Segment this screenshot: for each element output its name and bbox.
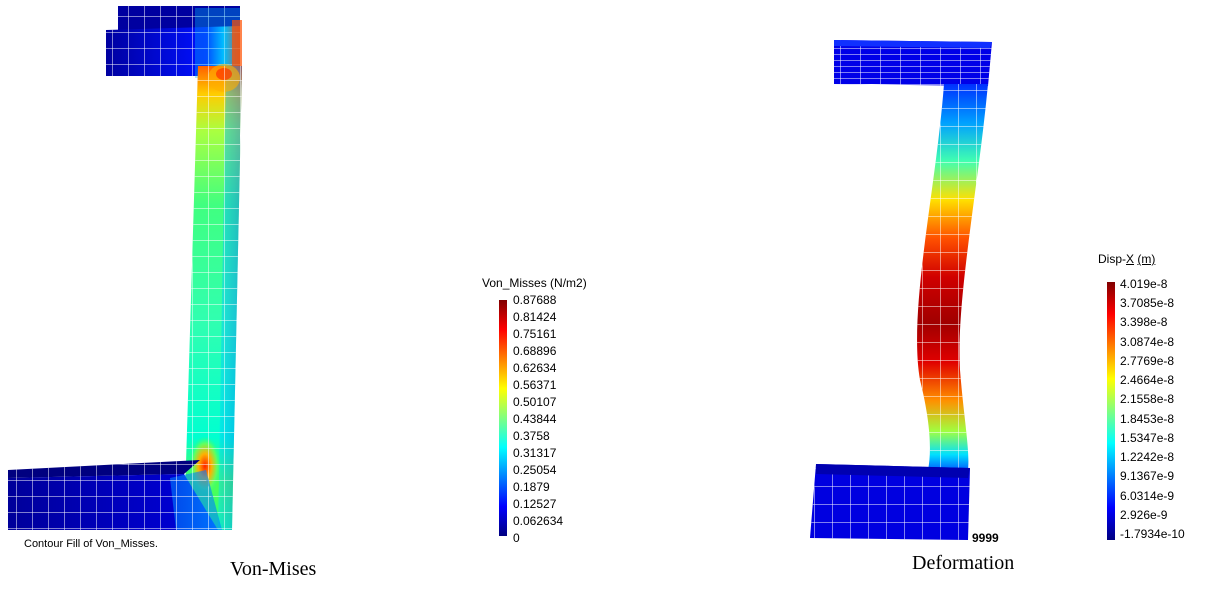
von-mises-panel: Contour Fill of Von_Misses. Von_Misses (… bbox=[8, 6, 587, 580]
stress-legend-label: 0.1879 bbox=[513, 480, 550, 494]
displacement-legend-label: 3.398e-8 bbox=[1120, 315, 1168, 329]
displacement-legend-label: 2.7769e-8 bbox=[1120, 354, 1175, 368]
deformed-column bbox=[917, 84, 988, 470]
legend-title-unit: (m) bbox=[1137, 252, 1156, 266]
von-mises-caption: Von-Mises bbox=[230, 558, 317, 580]
stress-legend-label: 0.62634 bbox=[513, 361, 557, 375]
displacement-legend-label: 6.0314e-9 bbox=[1120, 489, 1175, 503]
displacement-legend-label: 1.2242e-8 bbox=[1120, 450, 1175, 464]
displacement-legend-label: 3.0874e-8 bbox=[1120, 335, 1175, 349]
stress-legend-label: 0.062634 bbox=[513, 514, 564, 528]
node-id-label: 9999 bbox=[972, 531, 999, 545]
stress-legend-label: 0.12527 bbox=[513, 497, 557, 511]
stress-legend-label: 0.50107 bbox=[513, 395, 557, 409]
base-block bbox=[810, 464, 970, 540]
displacement-legend-colorbar bbox=[1107, 282, 1115, 540]
stress-legend-label: 0 bbox=[513, 531, 520, 545]
deformation-model-view bbox=[810, 40, 992, 540]
legend-title-axis: X bbox=[1126, 252, 1135, 266]
stress-legend-label: 0.87688 bbox=[513, 293, 557, 307]
contour-caption: Contour Fill of Von_Misses. bbox=[24, 538, 158, 550]
stress-legend-title: Von_Misses (N/m2) bbox=[482, 276, 587, 290]
stress-legend-label: 0.3758 bbox=[513, 429, 550, 443]
top-block bbox=[106, 6, 242, 80]
column bbox=[184, 64, 242, 530]
deformation-panel: 9999 Disp-X (m) 4.019e-8 3.7085e-8 3.398… bbox=[760, 0, 1211, 592]
stress-legend-label: 0.31317 bbox=[513, 446, 557, 460]
displacement-legend-label: 3.7085e-8 bbox=[1120, 296, 1175, 310]
displacement-legend-label: 2.4664e-8 bbox=[1120, 373, 1175, 387]
deformation-caption: Deformation bbox=[912, 552, 1015, 574]
displacement-legend-label: 2.1558e-8 bbox=[1120, 392, 1175, 406]
stress-legend-label: 0.56371 bbox=[513, 378, 557, 392]
stress-legend-colorbar bbox=[499, 300, 507, 536]
legend-title-prefix: Disp- bbox=[1098, 252, 1127, 266]
displacement-legend-label: 1.5347e-8 bbox=[1120, 431, 1175, 445]
stress-legend-label: 0.68896 bbox=[513, 344, 557, 358]
base-block bbox=[8, 460, 222, 530]
stress-legend-label: 0.43844 bbox=[513, 412, 557, 426]
displacement-legend-label: 4.019e-8 bbox=[1120, 277, 1168, 291]
stress-legend-label: 0.25054 bbox=[513, 463, 557, 477]
displacement-legend-label: 1.8453e-8 bbox=[1120, 412, 1175, 426]
displacement-legend-label: 2.926e-9 bbox=[1120, 508, 1168, 522]
displacement-legend-label: -1.7934e-10 bbox=[1120, 527, 1185, 541]
displacement-legend-label: 9.1367e-9 bbox=[1120, 469, 1175, 483]
top-block bbox=[834, 40, 992, 86]
von-mises-model-view bbox=[8, 6, 242, 530]
displacement-legend-title: Disp-X (m) bbox=[1098, 252, 1155, 266]
stress-legend-label: 0.81424 bbox=[513, 310, 557, 324]
stress-legend-label: 0.75161 bbox=[513, 327, 557, 341]
